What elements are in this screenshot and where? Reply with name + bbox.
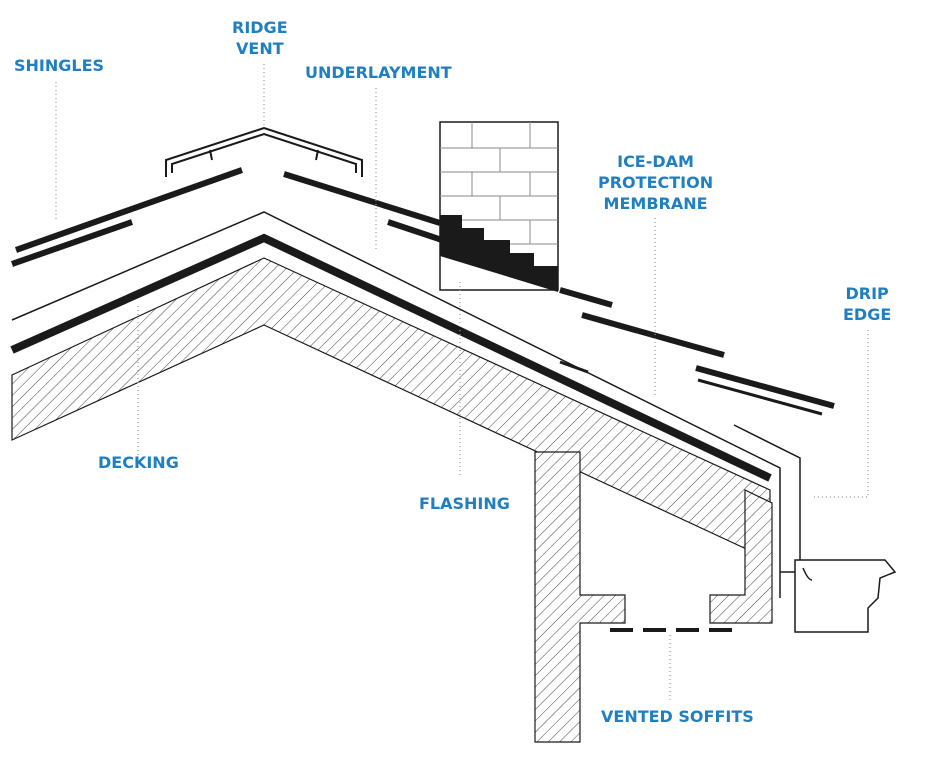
rafter-line xyxy=(10,233,772,482)
label-ridge-vent: RIDGE VENT xyxy=(232,18,288,58)
shingles-right-courses xyxy=(559,287,835,409)
step-flashing xyxy=(440,215,558,292)
label-vented-soffits: VENTED SOFFITS xyxy=(601,707,754,726)
label-shingles: SHINGLES xyxy=(14,56,105,75)
label-underlayment: UNDERLAYMENT xyxy=(305,63,452,82)
ridge-vent xyxy=(165,126,363,177)
leader-lines xyxy=(55,64,869,700)
label-decking: DECKING xyxy=(98,453,179,472)
underlayment-line xyxy=(11,211,781,598)
ice-dam-membrane xyxy=(559,360,823,416)
label-flashing: FLASHING xyxy=(419,494,510,513)
wall-top-plate xyxy=(534,451,626,743)
fascia xyxy=(709,489,773,624)
shingles-right-lower xyxy=(387,219,443,243)
label-drip-edge: DRIP EDGE xyxy=(843,284,892,324)
drip-edge xyxy=(733,424,801,600)
gutter xyxy=(794,559,897,633)
shingles-left xyxy=(11,167,244,267)
label-ice-dam-protection-membrane: ICE-DAM PROTECTION MEMBRANE xyxy=(598,152,714,213)
shingles-right-upper xyxy=(283,171,441,226)
